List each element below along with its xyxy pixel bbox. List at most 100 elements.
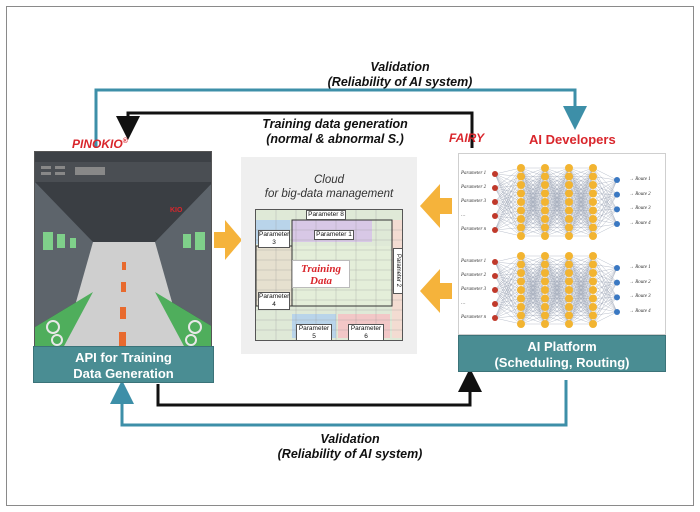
network-1 bbox=[492, 164, 620, 240]
hidden-node bbox=[589, 198, 597, 206]
validation-top-subtitle: (Reliability of AI system) bbox=[327, 75, 473, 89]
hidden-node bbox=[541, 252, 549, 260]
hidden-node bbox=[589, 303, 597, 311]
warehouse-aisle-illustration: KIO bbox=[35, 152, 211, 346]
output-node bbox=[614, 294, 620, 301]
cloud-panel: Cloud for big-data management Parameter … bbox=[241, 157, 417, 354]
hidden-node bbox=[541, 215, 549, 223]
input-label: … bbox=[461, 213, 466, 218]
output-node bbox=[614, 191, 620, 198]
neural-network-panel: Parameter 1 Parameter 2 Parameter 3 … Parame… bbox=[458, 153, 666, 335]
hidden-node bbox=[589, 277, 597, 286]
input-node bbox=[492, 315, 498, 321]
input-node bbox=[492, 287, 498, 293]
hidden-node bbox=[517, 252, 525, 260]
training-gen-subtitle: (normal & abnormal S.) bbox=[266, 132, 404, 146]
hidden-node bbox=[589, 311, 597, 320]
input-node bbox=[492, 199, 498, 205]
hidden-node bbox=[517, 181, 525, 189]
hidden-node bbox=[517, 311, 525, 320]
output-node bbox=[614, 206, 620, 213]
hidden-node bbox=[589, 223, 597, 232]
output-label: → Route 3 bbox=[629, 294, 651, 300]
hidden-node bbox=[517, 232, 525, 240]
validation-bottom-subtitle: (Reliability of AI system) bbox=[277, 447, 423, 461]
hidden-node bbox=[517, 206, 525, 215]
output-label: → Route 2 bbox=[629, 279, 651, 285]
input-label: Parameter 1 bbox=[461, 171, 487, 176]
output-label: → Route 4 bbox=[629, 221, 651, 226]
validation-bottom-arrow bbox=[110, 380, 568, 427]
hidden-node bbox=[565, 172, 573, 181]
hidden-node bbox=[541, 223, 549, 232]
hidden-node bbox=[517, 277, 525, 286]
validation-top-arrow bbox=[94, 88, 587, 148]
input-node bbox=[492, 259, 498, 265]
output-label: → Route 2 bbox=[629, 191, 651, 197]
hidden-node bbox=[565, 252, 573, 260]
output-label: → Route 3 bbox=[629, 206, 651, 212]
input-label: Parameter n bbox=[461, 227, 487, 232]
validation-top-title: Validation bbox=[370, 60, 430, 74]
hidden-node bbox=[589, 189, 597, 198]
training-data-arrow bbox=[116, 111, 474, 148]
api-box-line2: Data Generation bbox=[73, 366, 174, 381]
input-label: Parameter 2 bbox=[461, 185, 487, 190]
pinokio-text: PINOKIO bbox=[72, 137, 123, 151]
hidden-node bbox=[541, 311, 549, 320]
hidden-node bbox=[565, 311, 573, 320]
hidden-node bbox=[541, 269, 549, 277]
fairy-label: FAIRY bbox=[449, 131, 485, 145]
hidden-node bbox=[565, 269, 573, 277]
output-node bbox=[614, 221, 620, 227]
hidden-node bbox=[541, 294, 549, 303]
param-6-label: Parameter 6 bbox=[348, 324, 384, 340]
registered-mark: ® bbox=[122, 138, 128, 145]
input-label: Parameter 2 bbox=[461, 273, 487, 278]
hidden-node bbox=[541, 303, 549, 311]
network-2 bbox=[492, 252, 620, 328]
hidden-node bbox=[589, 215, 597, 223]
hidden-node bbox=[517, 320, 525, 328]
data-grid: Parameter 8 Parameter 3 Parameter 1 Para… bbox=[255, 209, 403, 341]
param-8-label: Parameter 8 bbox=[306, 210, 346, 220]
input-node bbox=[492, 301, 498, 307]
hidden-node bbox=[589, 181, 597, 189]
hidden-node bbox=[565, 198, 573, 206]
validation-top-label: Validation (Reliability of AI system) bbox=[280, 60, 520, 90]
training-data-line2: Data bbox=[310, 275, 332, 287]
api-training-data-box: API for Training Data Generation bbox=[33, 346, 214, 383]
output-label: → Route 4 bbox=[629, 309, 651, 314]
ai-developers-label: AI Developers bbox=[529, 132, 616, 147]
output-label: → Route 1 bbox=[629, 265, 651, 270]
hidden-node bbox=[565, 320, 573, 328]
hidden-node bbox=[541, 206, 549, 215]
input-label: Parameter 3 bbox=[461, 287, 487, 292]
pinokio-label: PINOKIO® bbox=[72, 137, 128, 151]
hidden-node bbox=[541, 232, 549, 240]
neural-network-diagram bbox=[492, 164, 620, 328]
hidden-node bbox=[517, 223, 525, 232]
input-label: Parameter 1 bbox=[461, 259, 487, 264]
hidden-node bbox=[565, 223, 573, 232]
hidden-node bbox=[565, 181, 573, 189]
output-node bbox=[614, 279, 620, 286]
hidden-node bbox=[589, 286, 597, 294]
validation-bottom-title: Validation bbox=[320, 432, 380, 446]
hidden-node bbox=[541, 277, 549, 286]
hidden-node bbox=[589, 294, 597, 303]
orange-arrow-left-to-cloud bbox=[214, 220, 242, 260]
output-node bbox=[614, 177, 620, 183]
hidden-node bbox=[565, 260, 573, 269]
output-label: → Route 1 bbox=[629, 177, 651, 182]
hidden-node bbox=[517, 269, 525, 277]
hidden-node bbox=[565, 164, 573, 172]
hidden-node bbox=[589, 320, 597, 328]
hidden-node bbox=[541, 164, 549, 172]
hidden-node bbox=[589, 232, 597, 240]
hidden-node bbox=[541, 181, 549, 189]
training-gen-title: Training data generation bbox=[262, 117, 408, 131]
svg-text:KIO: KIO bbox=[170, 207, 183, 214]
param-4-label: Parameter 4 bbox=[258, 292, 290, 310]
